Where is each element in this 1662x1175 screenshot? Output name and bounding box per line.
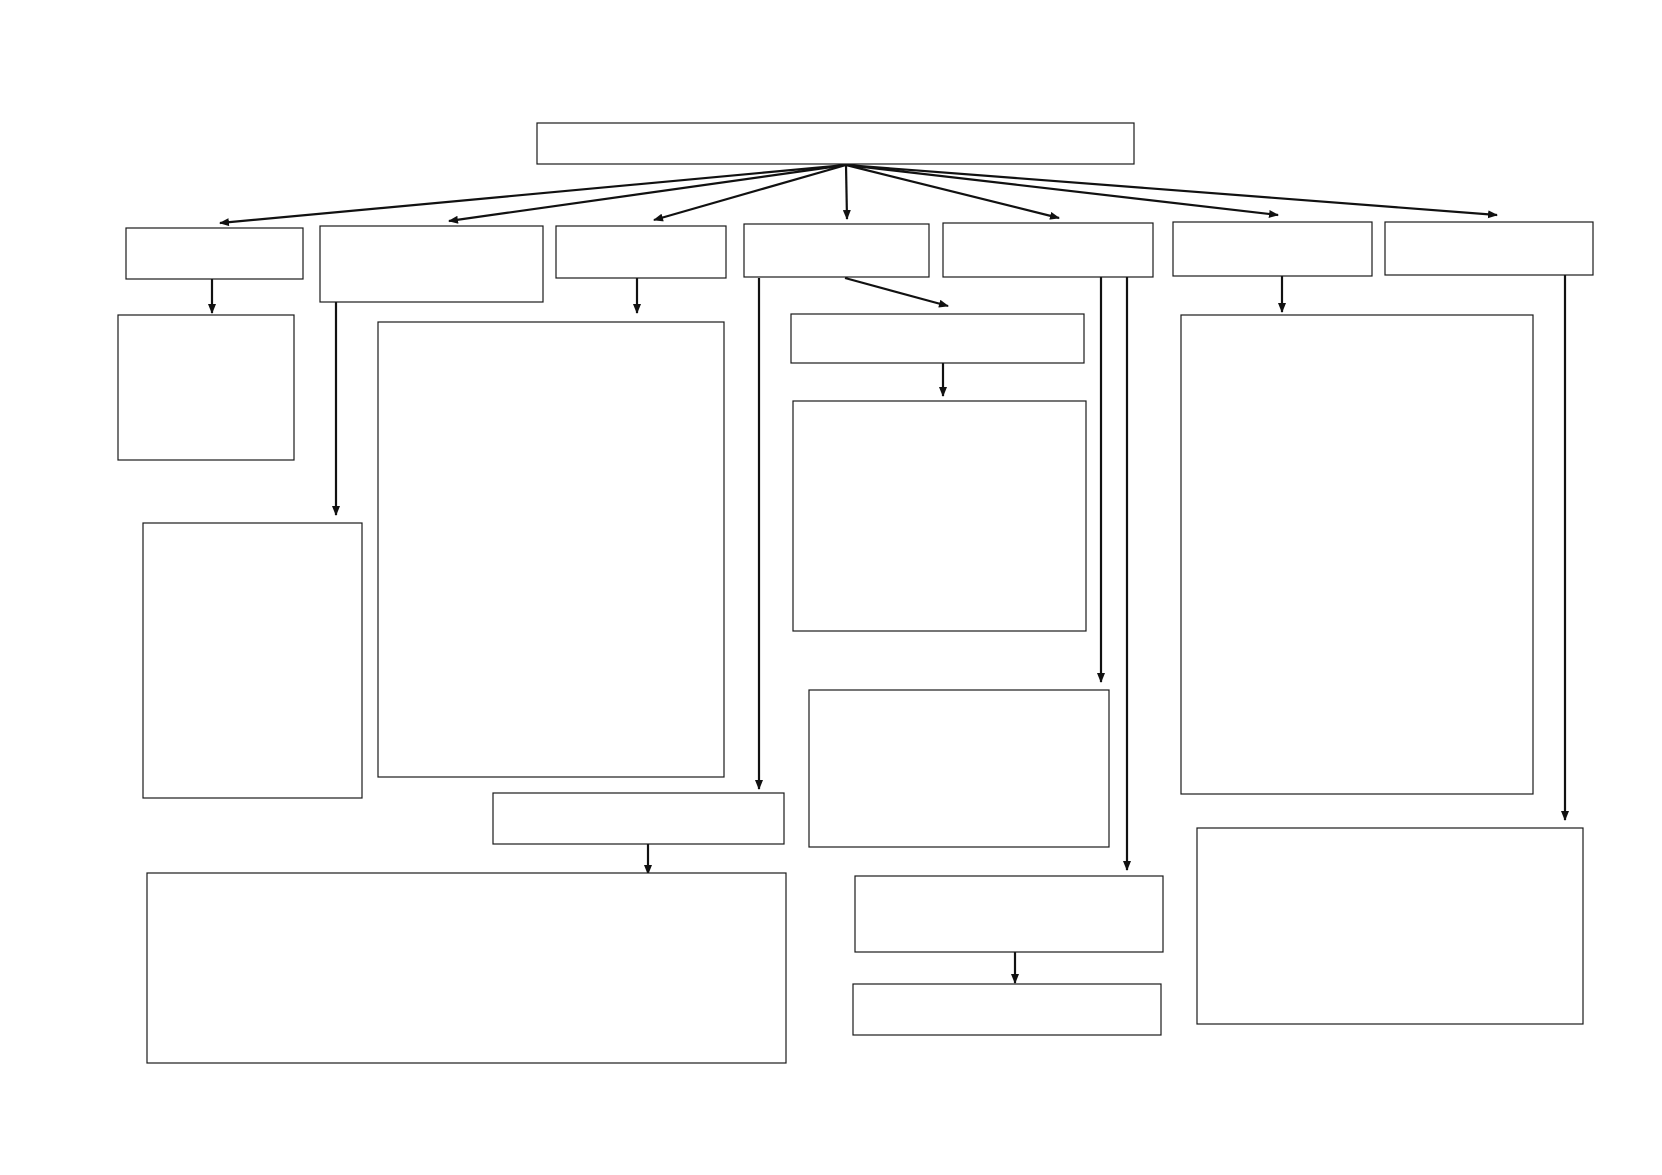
node-box-detail-7a: [1196, 827, 1584, 1025]
node-branch-4: [743, 223, 930, 278]
node-detail-4b: [792, 400, 1087, 632]
node-box-branch-4: [743, 223, 930, 278]
node-detail-4a: [790, 313, 1085, 364]
node-box-branch-7: [1384, 221, 1594, 276]
node-detail-4c: [492, 792, 785, 845]
node-box-detail-5b: [854, 875, 1164, 953]
node-detail-2a: [142, 522, 363, 799]
node-detail-7a: [1196, 827, 1584, 1025]
node-box-detail-4a: [790, 313, 1085, 364]
node-branch-1: [125, 227, 304, 280]
node-branch-2: [319, 225, 544, 303]
node-branch-3: [555, 225, 727, 279]
connector-arrow-root-to-branch-5: [845, 163, 1060, 220]
connector-arrow-branch-4-to-detail-4a: [844, 276, 949, 308]
node-detail-5b: [854, 875, 1164, 953]
node-branch-7: [1384, 221, 1594, 276]
node-box-detail-4c: [492, 792, 785, 845]
node-box-detail-3a: [377, 321, 725, 778]
node-box-detail-5a: [808, 689, 1110, 848]
node-detail-1a: [117, 314, 295, 461]
node-box-branch-3: [555, 225, 727, 279]
node-box-detail-4b: [792, 400, 1087, 632]
connector-arrow-root-to-branch-6: [845, 163, 1279, 218]
node-branch-5: [942, 222, 1154, 278]
node-box-detail-6a: [1180, 314, 1534, 795]
node-box-detail-4d: [146, 872, 787, 1064]
node-box-branch-5: [942, 222, 1154, 278]
node-box-detail-5c: [852, 983, 1162, 1036]
edges-layer: [208, 163, 1569, 984]
node-box-branch-6: [1172, 221, 1373, 277]
node-box-detail-1a: [117, 314, 295, 461]
node-box-branch-2: [319, 225, 544, 303]
node-box-branch-1: [125, 227, 304, 280]
node-detail-5c: [852, 983, 1162, 1036]
node-detail-5a: [808, 689, 1110, 848]
connector-arrow-root-to-branch-4: [842, 164, 851, 220]
node-box-root: [536, 122, 1135, 165]
node-detail-4d: [146, 872, 787, 1064]
connector-arrow-root-to-branch-1: [219, 163, 847, 227]
node-detail-6a: [1180, 314, 1534, 795]
node-box-detail-2a: [142, 522, 363, 799]
nodes-layer: [117, 122, 1594, 1064]
node-root: [536, 122, 1135, 165]
node-branch-6: [1172, 221, 1373, 277]
connector-arrow-root-to-branch-7: [845, 163, 1498, 219]
connector-arrow-root-to-branch-3: [653, 163, 847, 222]
connector-arrow-root-to-branch-2: [448, 163, 847, 224]
node-detail-3a: [377, 321, 725, 778]
